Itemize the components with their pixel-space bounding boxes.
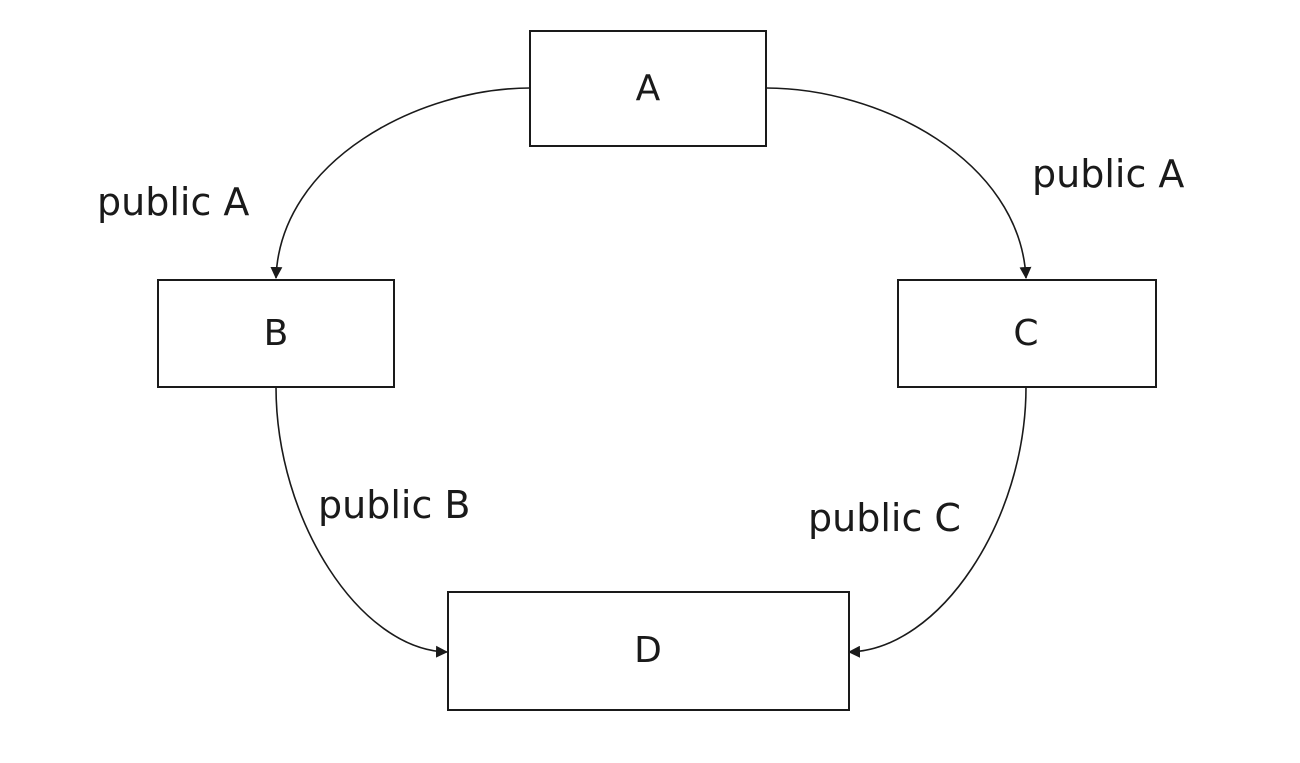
- edge-label-a-to-c: public A: [1032, 152, 1184, 196]
- node-d-box: [447, 591, 850, 711]
- edge-b-to-d: [275, 386, 448, 658]
- node-b-label: B: [264, 313, 289, 354]
- edge-c-to-d: [848, 386, 1027, 658]
- node-c-label: C: [1013, 313, 1038, 354]
- edge-label-b-to-d: public B: [318, 483, 470, 527]
- node-d-label: D: [634, 630, 662, 671]
- edge-a-to-b: [270, 87, 531, 279]
- node-c: C: [897, 279, 1157, 388]
- edge-label-a-to-b: public A: [97, 180, 249, 224]
- node-b-box: [157, 279, 395, 388]
- node-a-box: [529, 30, 767, 147]
- node-a: A: [529, 30, 767, 147]
- node-a-label: A: [636, 68, 661, 109]
- edge-a-to-c: [765, 87, 1032, 279]
- node-c-box: [897, 279, 1157, 388]
- node-b: B: [157, 279, 395, 388]
- edge-label-c-to-d: public C: [808, 496, 961, 540]
- node-d: D: [447, 591, 850, 711]
